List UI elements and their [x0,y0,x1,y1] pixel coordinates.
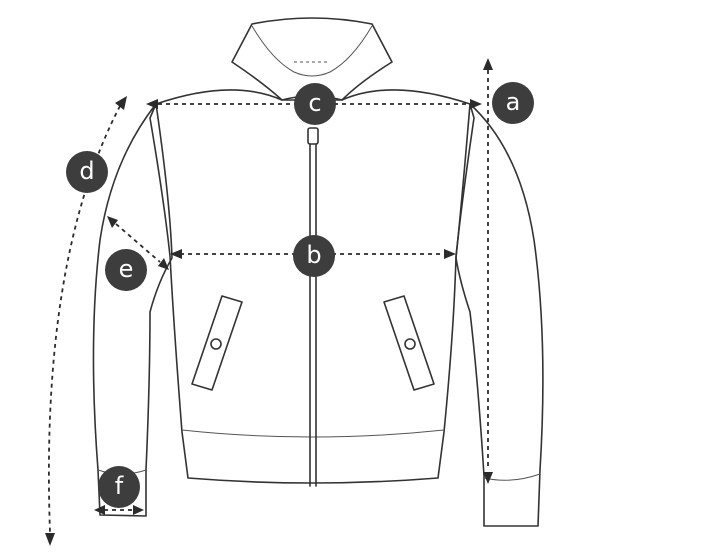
badge-c-label: c [308,89,321,117]
jacket-illustration [92,17,544,527]
badge-d: d [66,151,108,193]
waistband-line [181,429,445,438]
badge-c: c [294,83,336,125]
badge-f-label: f [115,472,124,500]
badge-a-label: a [506,88,521,116]
arrowhead-c-left [146,99,158,109]
badge-a: a [492,82,534,124]
left-sleeve [92,103,173,517]
zipper-pull [307,127,319,145]
arrowhead-b-right [444,249,456,259]
badge-e: e [105,249,147,291]
right-pocket-button [404,338,416,350]
arrowhead-e-top [107,216,118,228]
right-sleeve [455,103,544,527]
badge-b-label: b [306,241,321,269]
right-cuff-line [483,473,541,481]
right-pocket [383,295,435,391]
jacket-body [149,89,475,484]
arrowhead-f-left [94,505,105,515]
arrowhead-b-left [170,249,182,259]
arrowhead-d-bottom [45,533,55,546]
arrowhead-f-right [133,505,144,515]
left-pocket [191,295,243,391]
collar [231,17,393,101]
badge-b: b [293,235,335,277]
arrowhead-e-bottom [158,258,169,270]
arrowhead-d-top [115,96,127,110]
zipper-line [309,143,317,487]
badge-d-label: d [79,157,94,185]
arrowhead-a-bottom [483,472,493,484]
arrowhead-c-right [470,99,482,109]
measure-line-d [48,105,121,533]
arrowhead-a-top [483,58,493,70]
badge-e-label: e [119,255,134,283]
measure-line-e [115,223,161,263]
badge-f: f [98,466,140,508]
left-pocket-button [210,338,222,350]
collar-inner-line [251,25,373,77]
